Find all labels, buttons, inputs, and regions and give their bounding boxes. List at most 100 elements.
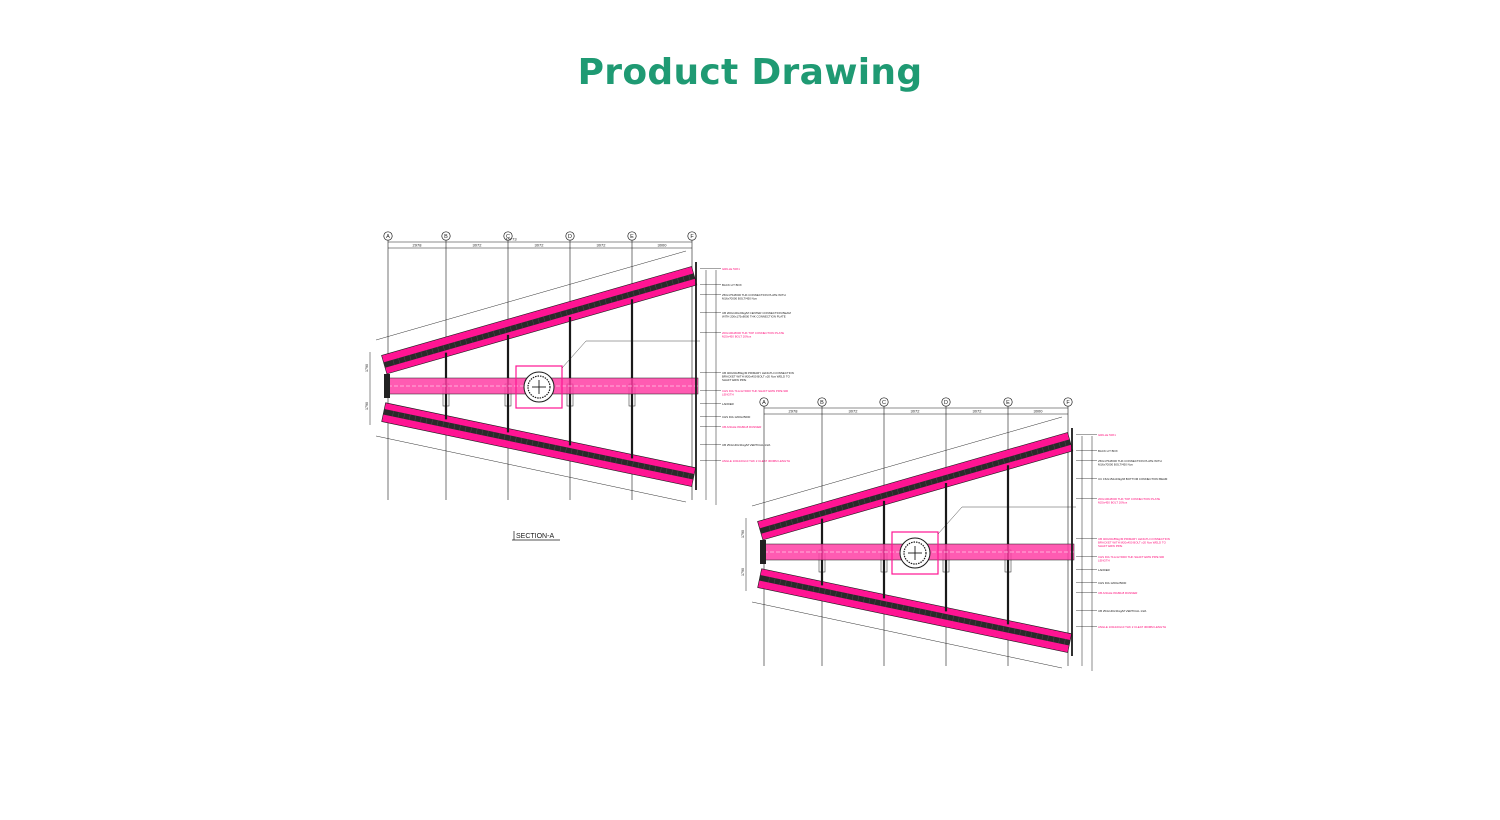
- upper-beam-hatch: [936, 477, 938, 484]
- lower-beam-hatch: [565, 447, 567, 453]
- upper-beam-hatch: [852, 501, 855, 508]
- lower-beam-hatch: [784, 580, 787, 587]
- note-text: UB 400x90x85kg/M PRIMARY LENGTH CONNECTI…: [722, 371, 794, 382]
- note-text-line: CHS DIA 711x12.5000 THK SHAFT ERW PIPE 9…: [1098, 555, 1165, 559]
- note-text-line: M16x70000 BOLT/450 Nos: [1098, 462, 1133, 466]
- lower-beam-hatch: [604, 455, 606, 461]
- upper-beam-hatch: [599, 300, 602, 306]
- lower-beam-hatch: [891, 602, 893, 609]
- grid-label-d: D: [944, 400, 948, 406]
- upper-beam-hatch: [587, 303, 590, 310]
- upper-beam-hatch: [560, 311, 562, 318]
- lower-beam-hatch: [1063, 638, 1066, 645]
- note-text-line: 200x100x8000 THK TOP CONNECTION PLATE: [1098, 497, 1160, 501]
- upper-beam-hatch: [807, 514, 810, 520]
- upper-beam-hatch: [627, 292, 629, 298]
- upper-beam-hatch: [818, 511, 821, 517]
- upper-beam-hatch: [621, 293, 624, 300]
- lower-beam-hatch: [918, 608, 921, 615]
- lower-beam-hatch: [824, 588, 826, 595]
- grid-label-e: E: [630, 234, 634, 240]
- note-text: ANGLE 100x100x10 THK 2 CLEAT 300MM LENGT…: [1098, 625, 1166, 629]
- span-dimension: 3072: [911, 409, 921, 414]
- lower-beam-hatch: [548, 443, 551, 450]
- lower-beam-hatch: [397, 412, 400, 418]
- upper-beam-hatch: [593, 301, 596, 308]
- lower-beam-hatch: [902, 605, 904, 611]
- lower-beam-hatch: [509, 435, 511, 442]
- note-text-line: LENGTH: [722, 392, 734, 396]
- note-text: UB ANGLE 80x80x8 RUNNER: [722, 425, 761, 429]
- upper-beam-hatch: [986, 463, 989, 469]
- span-dimension: 3072: [597, 243, 607, 248]
- upper-beam-hatch: [1036, 448, 1039, 455]
- note-text-line: UB ANGLE 80x80x8 RUNNER: [1098, 591, 1137, 595]
- lower-beam-hatch: [1030, 631, 1033, 638]
- lower-beam-hatch: [492, 432, 495, 438]
- upper-beam-hatch: [919, 482, 922, 488]
- lower-beam-hatch: [1019, 629, 1021, 636]
- note-text-line: 250x175x8000 THK CONNECTION PLATE WITH: [1098, 459, 1162, 463]
- grid-label-c: C: [506, 234, 510, 240]
- note-text: UB 400x90x85kg/M PRIMARY LENGTH CONNECTI…: [1098, 537, 1170, 548]
- note-text-line: UC 152x152x23kg/M BOTTOM CONNECTION BEAM: [1098, 477, 1168, 481]
- left-dimension-lower: 1790: [365, 402, 369, 410]
- upper-beam-hatch: [437, 346, 440, 353]
- lower-beam-hatch: [526, 439, 528, 445]
- note-text-line: ANGLE 100x100x10 THK 2 CLEAT 300MM LENGT…: [1098, 625, 1166, 629]
- upper-beam-hatch: [1025, 451, 1028, 458]
- upper-beam-web: [759, 439, 1072, 534]
- lower-beam-hatch: [907, 606, 910, 612]
- note-text-line: UB 400x90x85kg/M PRIMARY LENGTH CONNECTI…: [722, 371, 794, 375]
- upper-beam-hatch: [958, 471, 961, 477]
- upper-beam-hatch: [930, 479, 933, 485]
- upper-beam-hatch: [997, 459, 1000, 466]
- lower-beam-hatch: [1013, 628, 1016, 634]
- note-text-line: BRACKET WITH M20x450 BOLT x20 Nos WELD T…: [1098, 540, 1167, 544]
- upper-beam-hatch: [481, 334, 484, 340]
- upper-beam-hatch: [975, 466, 978, 472]
- lower-beam-hatch: [885, 601, 887, 608]
- lower-beam-hatch: [581, 450, 584, 457]
- lower-beam-hatch: [846, 593, 848, 599]
- span-dimension: 3000: [1034, 409, 1044, 414]
- lower-beam-hatch: [654, 465, 657, 472]
- note-text: UB 254x146x31kg/M VERTICAL 1/2A: [1098, 609, 1146, 613]
- note-text: BACK LIT BOX: [1098, 449, 1118, 453]
- lower-beam-hatch: [868, 598, 871, 604]
- shaft-leader: [561, 340, 587, 369]
- lower-beam-hatch: [403, 413, 405, 419]
- note-text-line: SHAFT ERW PIPE: [1098, 544, 1122, 548]
- note-text: CHS DIA 1200x25000: [722, 415, 751, 419]
- upper-beam-hatch: [537, 318, 540, 324]
- note-text-line: LADDER: [1098, 568, 1110, 572]
- note-text-line: CHS DIA 1200x25000: [1098, 581, 1127, 585]
- lower-beam-hatch: [470, 427, 472, 433]
- lower-beam-hatch: [587, 451, 590, 458]
- lower-beam-hatch: [790, 581, 793, 588]
- upper-beam-hatch: [660, 282, 663, 289]
- upper-beam-hatch: [576, 306, 579, 313]
- grid-bubble-c: [503, 231, 513, 241]
- upper-beam-hatch: [1042, 447, 1045, 453]
- upper-beam-hatch: [880, 493, 883, 500]
- lower-beam-hatch: [835, 590, 837, 597]
- upper-beam-hatch: [448, 343, 451, 350]
- note-text-line: BACK LIT BOX: [722, 283, 742, 287]
- shaft-leader: [937, 506, 963, 535]
- note-text-line: 250x175x8000 THK CONNECTION PLATE WITH: [722, 293, 786, 297]
- lower-beam-hatch: [1047, 635, 1049, 642]
- shaft-connection-box: [515, 365, 563, 409]
- lower-beam-hatch: [840, 592, 843, 598]
- lower-beam-hatch: [687, 472, 690, 479]
- lower-beam-hatch: [946, 614, 949, 620]
- span-dimension: 3072: [849, 409, 859, 414]
- lower-beam-hatch: [682, 471, 684, 478]
- upper-beam-hatch: [520, 322, 523, 329]
- note-text: UB 200x100x20kg/M CENTER CONNECTION BEAM…: [722, 311, 791, 318]
- note-text: GRILLE 50X1: [1098, 433, 1116, 437]
- lower-beam-hatch: [643, 463, 645, 470]
- lower-beam-hatch: [676, 470, 679, 477]
